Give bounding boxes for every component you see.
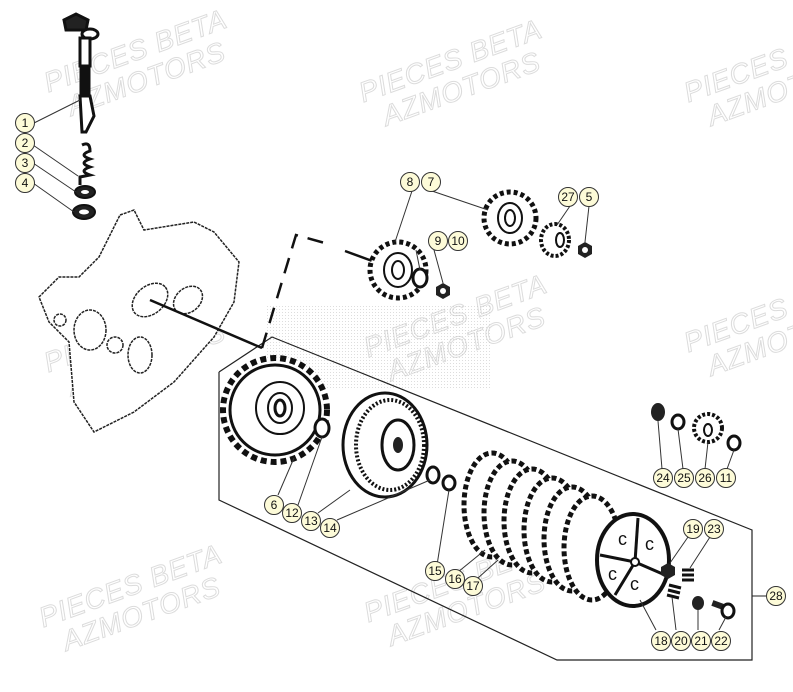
callout-7[interactable]: 7 <box>421 172 441 192</box>
callout-14[interactable]: 14 <box>320 518 340 538</box>
nut-part <box>441 474 457 492</box>
callout-20[interactable]: 20 <box>671 631 691 651</box>
clutch-housing-part <box>220 355 330 465</box>
callout-1[interactable]: 1 <box>15 113 35 133</box>
svg-text:c: c <box>645 534 654 554</box>
crankcase-part <box>38 209 240 433</box>
nut-part <box>651 403 665 421</box>
bushing-part <box>411 267 429 289</box>
callout-28[interactable]: 28 <box>766 586 786 606</box>
washer-part <box>670 413 686 431</box>
spring-part <box>666 568 694 600</box>
assembly-dashed-line <box>260 233 333 349</box>
callout-11[interactable]: 11 <box>716 468 736 488</box>
washer-part <box>425 465 441 485</box>
kit-frame <box>218 336 753 661</box>
shift-shaft-part <box>62 12 100 134</box>
svg-text:c: c <box>608 564 617 584</box>
callout-26[interactable]: 26 <box>695 468 715 488</box>
pump-gear-part <box>692 412 724 444</box>
washer-part <box>726 434 742 452</box>
callout-8[interactable]: 8 <box>400 172 420 192</box>
primary-gear-part <box>367 239 429 301</box>
spring-part <box>78 142 96 185</box>
svg-text:c: c <box>630 574 639 594</box>
callout-23[interactable]: 23 <box>704 519 724 539</box>
callout-10[interactable]: 10 <box>448 231 468 251</box>
callout-24[interactable]: 24 <box>653 468 673 488</box>
bushing-part <box>313 417 331 439</box>
callout-15[interactable]: 15 <box>425 561 445 581</box>
shaft-line <box>149 298 263 350</box>
callout-2[interactable]: 2 <box>15 133 35 153</box>
nut-part <box>661 563 675 579</box>
drive-gear-part <box>481 189 539 247</box>
washer-part <box>692 596 704 610</box>
clutch-hub-part <box>341 391 429 499</box>
callout-18[interactable]: 18 <box>651 631 671 651</box>
callout-16[interactable]: 16 <box>445 569 465 589</box>
bolt-part <box>711 600 736 620</box>
callout-25[interactable]: 25 <box>674 468 694 488</box>
callout-13[interactable]: 13 <box>301 511 321 531</box>
callout-17[interactable]: 17 <box>463 576 483 596</box>
callout-27[interactable]: 27 <box>558 187 578 207</box>
pinion-part <box>539 222 571 258</box>
callout-22[interactable]: 22 <box>711 631 731 651</box>
callout-6[interactable]: 6 <box>264 495 284 515</box>
clutch-plates-part <box>461 450 623 603</box>
callout-4[interactable]: 4 <box>15 173 35 193</box>
leader-lines <box>31 99 735 631</box>
svg-text:c: c <box>618 529 627 549</box>
callout-3[interactable]: 3 <box>15 153 35 173</box>
pressure-plate-part: c c c c <box>595 512 671 608</box>
callout-9[interactable]: 9 <box>428 231 448 251</box>
callout-5[interactable]: 5 <box>579 187 599 207</box>
callout-21[interactable]: 21 <box>691 631 711 651</box>
callout-12[interactable]: 12 <box>282 503 302 523</box>
callout-19[interactable]: 19 <box>683 519 703 539</box>
